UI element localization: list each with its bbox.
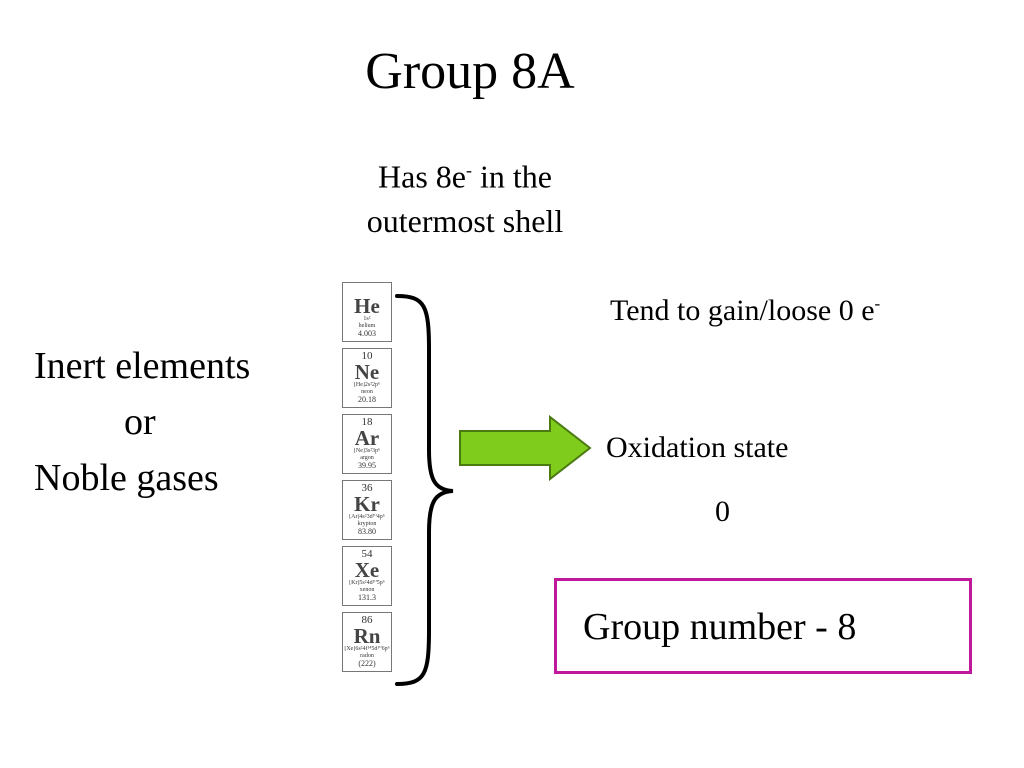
subtitle-line1-post: in the — [471, 158, 552, 195]
element-number: 36 — [361, 482, 373, 494]
subtitle-line1-pre: Has 8e — [378, 158, 466, 195]
element-mass: 131.3 — [358, 593, 376, 602]
element-symbol: Xe — [354, 558, 380, 582]
element-symbol: Ne — [354, 360, 380, 384]
element-name: helium — [358, 323, 376, 329]
inert-noble-label: Inert elements or Noble gases — [34, 338, 250, 506]
left-label-line3: Noble gases — [34, 457, 219, 499]
element-symbol: Rn — [353, 624, 381, 648]
element-number: 54 — [361, 548, 373, 560]
element-mass: (222) — [358, 659, 376, 668]
element-symbol: Kr — [354, 492, 380, 516]
element-config: [Ar]4s²3d¹⁰4p⁶ — [349, 514, 385, 520]
element-config: [He]2s²2p⁶ — [353, 382, 381, 388]
element-config: [Xe]6s²4f¹⁴5d¹⁰6p⁶ — [344, 646, 390, 652]
element-symbol: He — [354, 294, 380, 318]
element-mass: 83.80 — [358, 527, 376, 536]
element-mass: 4.003 — [358, 329, 376, 338]
element-config: [Ne]3s²3p⁶ — [353, 448, 381, 454]
element-number: 18 — [361, 416, 373, 428]
element-number: 86 — [361, 614, 373, 626]
left-label-line1: Inert elements — [34, 345, 251, 387]
element-symbol: Ar — [354, 426, 380, 450]
group-number-box: Group number - 8 — [554, 578, 972, 674]
right-arrow-icon — [459, 415, 592, 481]
oxidation-state-value: 0 — [715, 495, 730, 528]
element-number: 10 — [361, 350, 373, 362]
left-label-line2: or — [124, 401, 156, 443]
tend-electron-sup: - — [874, 294, 881, 313]
tend-text: Tend to gain/loose 0 e — [610, 294, 875, 327]
element-name: neon — [361, 389, 373, 395]
element-name: krypton — [357, 521, 377, 527]
tend-to-gain-text: Tend to gain/loose 0 e- — [610, 284, 880, 331]
element-config: 1s² — [363, 316, 371, 322]
oxidation-state-label: Oxidation state — [606, 431, 789, 464]
element-mass: 20.18 — [358, 395, 376, 404]
element-config: [Kr]5s²4d¹⁰5p⁶ — [349, 580, 385, 586]
curly-brace-icon — [395, 294, 454, 686]
element-name: radon — [360, 653, 374, 659]
subtitle: Has 8e- in the outermost shell — [315, 148, 615, 243]
subtitle-electron-sup: - — [465, 160, 472, 180]
element-mass: 39.95 — [358, 461, 376, 470]
slide-title: Group 8A — [365, 43, 575, 100]
group-number-text: Group number - 8 — [583, 606, 857, 648]
element-name: argon — [360, 455, 374, 461]
element-name: xenon — [359, 587, 375, 593]
subtitle-line2: outermost shell — [366, 202, 564, 239]
